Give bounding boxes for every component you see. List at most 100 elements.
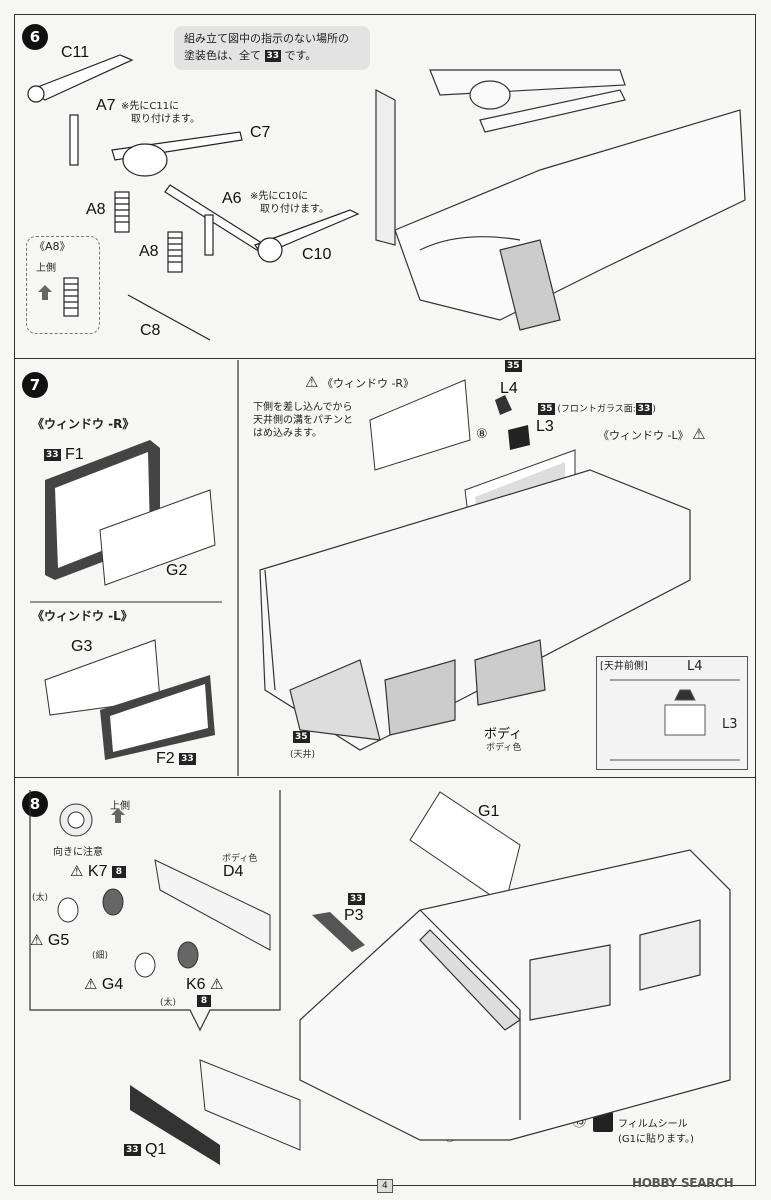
g3-label: G3 — [71, 638, 93, 655]
q1-grille — [130, 1085, 220, 1165]
d4-label: D4 — [223, 863, 244, 880]
p3-label: P3 — [344, 907, 364, 924]
a6-note: ※先にC10に 取り付けます。 — [250, 191, 329, 215]
k7-label: ⚠ K7 8 — [70, 862, 126, 881]
roof-label: (天井) — [290, 750, 316, 760]
g1-glass — [409, 791, 521, 906]
front-bumper — [199, 1059, 301, 1151]
l3-part — [508, 425, 530, 450]
warning-icon: ⚠ — [70, 863, 84, 880]
a7-note: ※先にC11に 取り付けます。 — [121, 101, 200, 125]
engine-outline — [419, 236, 521, 251]
divider-step6-7 — [14, 358, 756, 359]
center-window-r — [369, 379, 471, 471]
g5-lens — [57, 897, 79, 923]
car-a-pillar — [419, 909, 521, 1120]
chassis-bracket — [375, 89, 396, 246]
car-body — [299, 849, 731, 1141]
a6-part — [204, 214, 214, 256]
g2-label: G2 — [166, 562, 188, 579]
chassis-wheelwell — [499, 239, 561, 331]
part-label-c11: C11 — [61, 44, 90, 61]
center-win-r-title: ⚠ 《ウィンドウ -R》 — [305, 373, 415, 391]
f2-opening — [110, 684, 208, 752]
watermark: HOBBY SEARCH — [632, 1176, 734, 1190]
paint-note: 組み立て図中の指示のない場所の 塗装色は、全て 33 です。 — [174, 26, 370, 70]
g4-label: ⚠ G4 — [84, 976, 124, 993]
k7-reflector — [102, 888, 124, 916]
win-l-title: 《ウィンドウ -L》 — [32, 609, 133, 623]
inset-l4: L4 — [687, 659, 703, 674]
body-rear-window — [384, 659, 456, 736]
g4-lens — [134, 952, 156, 978]
part-label-a6: A6 — [222, 190, 242, 207]
rear-axle-arm-bottom — [479, 89, 626, 133]
car-rear-window — [639, 919, 701, 991]
inset-l4-part — [674, 689, 696, 701]
up-arrow-icon — [38, 285, 52, 300]
f1-label: 33 F1 — [44, 446, 84, 463]
thin-label: (細) — [92, 951, 109, 961]
warning-icon: ⚠ — [305, 373, 319, 391]
orientation-note: 向きに注意 — [53, 847, 103, 858]
paint-tag: 33 — [264, 50, 282, 62]
g2-glass — [99, 489, 216, 586]
a8-spring-mid — [167, 231, 183, 273]
differential — [122, 143, 168, 177]
warning-icon: ⚠ — [692, 425, 706, 443]
divider-step7-8 — [14, 777, 756, 778]
a8-inset-spring — [63, 277, 79, 317]
l4-label: L4 — [500, 380, 518, 397]
a8-spring-left — [114, 191, 130, 233]
body-door-opening — [474, 639, 546, 706]
page-number: 4 — [377, 1179, 393, 1193]
p3-part — [312, 912, 365, 952]
a8-inset — [26, 236, 100, 334]
inset-l3: L3 — [722, 717, 738, 732]
install-instruction: 下側を差し込んでから 天井側の溝をパチンと はめ込みます。 — [253, 402, 353, 439]
win-r-title: 《ウィンドウ -R》 — [32, 417, 135, 431]
l4-tag: 35 — [505, 360, 522, 372]
front-glass-note: 35 (フロントガラス面:33) — [538, 403, 656, 415]
car-door-window — [529, 944, 611, 1021]
up-arrow-icon — [111, 808, 125, 823]
body-color-label: ボディ色 — [486, 743, 522, 753]
rear-diff — [469, 80, 511, 110]
chassis-frame — [394, 109, 746, 321]
c11-bushing — [27, 85, 45, 103]
film-icon — [593, 1112, 613, 1132]
roof-tag: 35 — [293, 731, 310, 743]
thick-label-1: (太) — [32, 893, 49, 903]
roof-front-title: [天井前側] — [600, 661, 648, 672]
part-label-c10: C10 — [302, 246, 332, 263]
g5-label: ⚠ G5 — [30, 932, 70, 949]
p3-tag: 33 — [348, 893, 365, 905]
inset-roof-edge — [610, 679, 740, 761]
k6-reflector — [177, 941, 199, 969]
l3-label: L3 — [536, 418, 554, 435]
part-label-a8-mid: A8 — [139, 243, 159, 260]
body-floor — [289, 659, 381, 741]
a7-shock — [69, 114, 79, 166]
l4-part — [495, 395, 512, 415]
paint-note-line2: 塗装色は、全て 33 です。 — [184, 49, 317, 62]
a8-inset-up: 上側 — [36, 263, 56, 274]
up-label: 上側 — [110, 801, 130, 812]
step-number-6: 6 — [22, 24, 48, 50]
f2-label: F2 33 — [156, 750, 196, 767]
g1-label: G1 — [478, 803, 500, 820]
a8-inset-title: 《A8》 — [34, 240, 71, 253]
k6-tag: 8 — [197, 995, 211, 1008]
part-label-a7: A7 — [96, 97, 116, 114]
c8-rod — [127, 294, 211, 341]
grille-inset-border — [29, 790, 281, 1032]
sticker-8: ⑧ — [476, 427, 488, 442]
part-label-c7: C7 — [250, 124, 271, 141]
warning-icon: ⚠ — [84, 976, 98, 993]
d4-color: ボディ色 — [222, 854, 258, 864]
warning-icon: ⚠ — [30, 932, 44, 949]
right-win-l-title: 《ウィンドウ -L》 ⚠ — [598, 425, 706, 443]
